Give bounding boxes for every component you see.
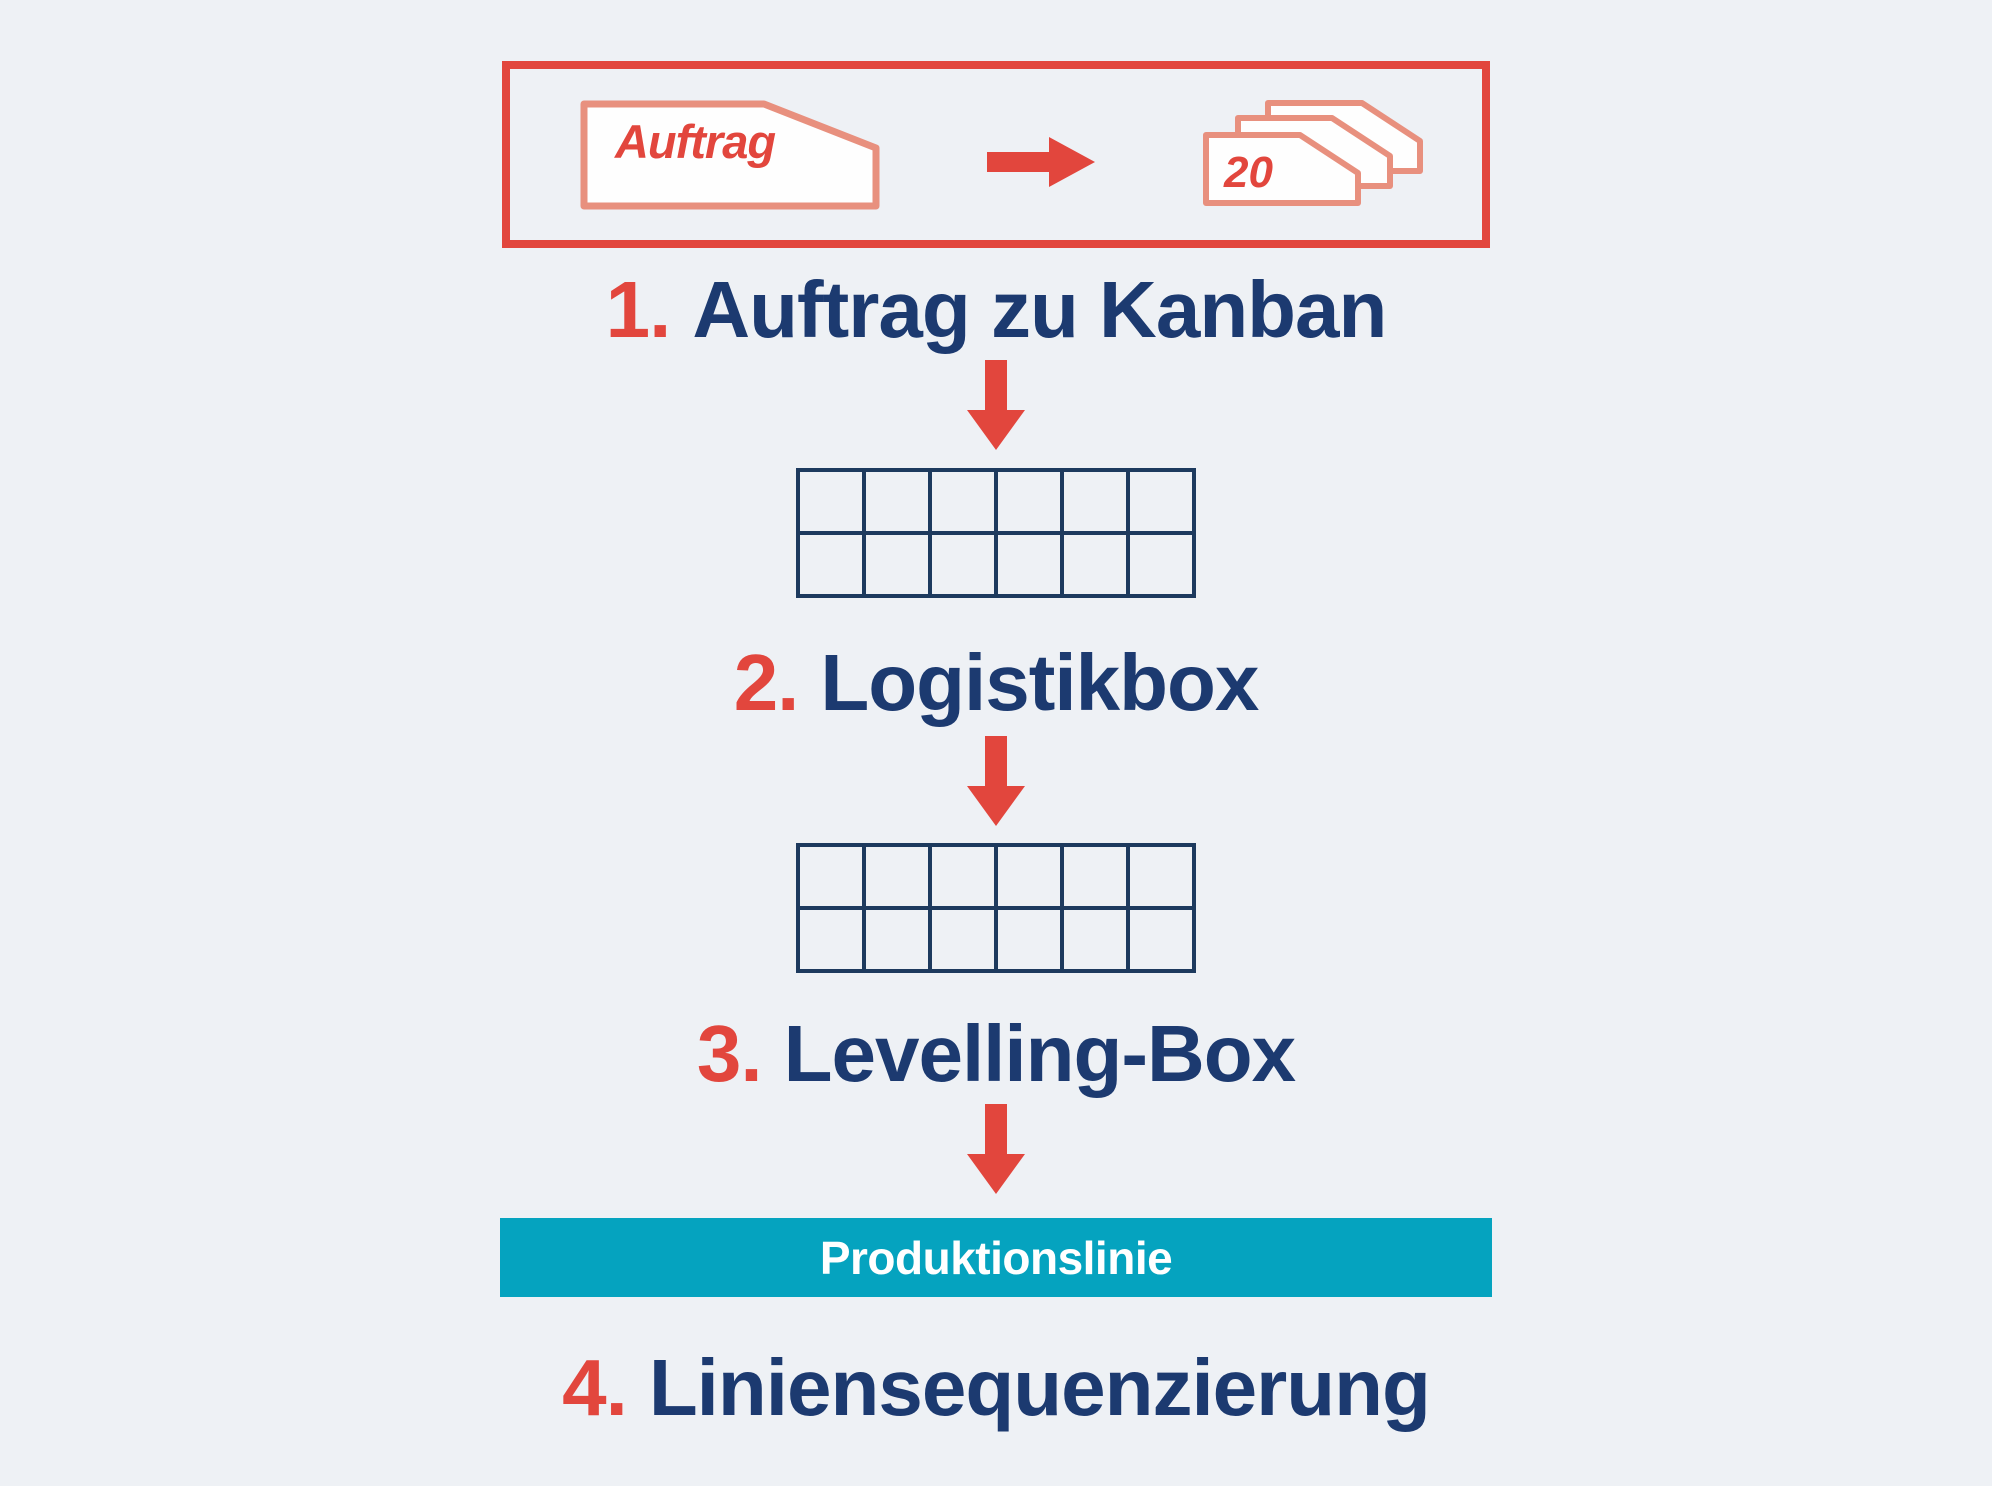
kanban-grid-cell: [1128, 470, 1194, 533]
step-4-title: 4.Liniensequenzierung: [0, 1348, 1992, 1428]
kanban-grid-cell: [798, 908, 864, 971]
step-2-title: 2.Logistikbox: [0, 643, 1992, 723]
kanban-grid-cell: [996, 533, 1062, 596]
kanban-grid-cell: [1062, 845, 1128, 908]
order-document-shape: Auftrag: [580, 100, 880, 210]
step-1-label: Auftrag zu Kanban: [692, 265, 1387, 354]
order-label: Auftrag: [614, 114, 776, 168]
kanban-grid-cell: [930, 845, 996, 908]
kanban-grid-cell: [798, 470, 864, 533]
step-1-title: 1.Auftrag zu Kanban: [0, 270, 1992, 350]
kanban-count: 20: [1223, 148, 1273, 197]
step-3-number: 3.: [696, 1009, 763, 1098]
kanban-grid-cell: [930, 533, 996, 596]
kanban-grid-cell: [930, 908, 996, 971]
kanban-grid-cell: [930, 470, 996, 533]
kanban-grid-cell: [864, 533, 930, 596]
down-arrow-icon: [967, 736, 1025, 826]
step-2-number: 2.: [733, 638, 800, 727]
kanban-grid-cell: [996, 470, 1062, 533]
kanban-grid-cell: [1128, 533, 1194, 596]
down-arrow-icon: [967, 360, 1025, 450]
step-4-label: Liniensequenzierung: [648, 1343, 1431, 1432]
logistikbox-grid: [796, 468, 1196, 598]
kanban-grid-cell: [798, 533, 864, 596]
kanban-grid-cell: [996, 908, 1062, 971]
kanban-card-stack-icon: 20: [1203, 99, 1423, 206]
production-line-label: Produktionslinie: [819, 1231, 1173, 1284]
step-2-label: Logistikbox: [820, 638, 1259, 727]
kanban-grid-cell: [864, 908, 930, 971]
kanban-grid-cell: [1062, 470, 1128, 533]
kanban-grid-cell: [864, 470, 930, 533]
kanban-grid-cell: [1062, 908, 1128, 971]
order-to-kanban-box: Auftrag 20: [502, 61, 1490, 248]
kanban-grid-cell: [864, 845, 930, 908]
step-4-number: 4.: [562, 1343, 628, 1432]
order-document-icon: [580, 100, 880, 209]
production-line-bar: Produktionslinie: [500, 1218, 1492, 1297]
kanban-grid-cell: [996, 845, 1062, 908]
kanban-grid-cell: [1128, 908, 1194, 971]
kanban-grid-cell: [1062, 533, 1128, 596]
kanban-grid-cell: [798, 845, 864, 908]
step-3-label: Levelling-Box: [783, 1009, 1297, 1098]
levelling-box-grid: [796, 843, 1196, 973]
step-1-number: 1.: [605, 265, 672, 354]
kanban-grid-cell: [1128, 845, 1194, 908]
down-arrow-icon: [967, 1104, 1025, 1194]
right-arrow-icon: [987, 136, 1095, 187]
step-3-title: 3.Levelling-Box: [0, 1014, 1992, 1094]
